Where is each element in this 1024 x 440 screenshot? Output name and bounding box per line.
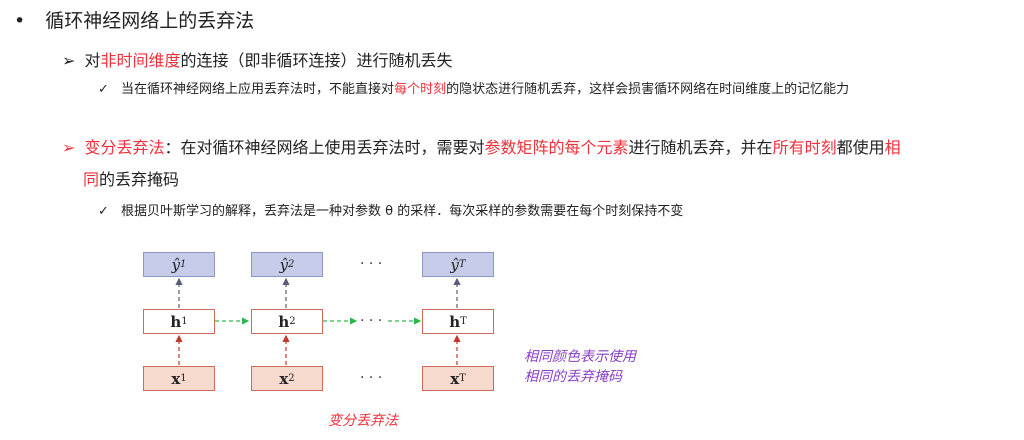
text: 都使用 — [836, 138, 885, 157]
text: 的连接（即非循环连接）进行随机丢失 — [180, 51, 453, 70]
text: 根据贝叶斯学习的解释，丢弃法是一种对参数 θ 的采样．每次采样的参数需要在每个时… — [121, 204, 684, 219]
highlight-text: 参数矩阵的每个元素 — [484, 138, 629, 157]
arrow-bullet-icon: ➢ — [62, 51, 76, 70]
ellipsis-output: · · · — [360, 256, 383, 272]
sub2-check: ✓ 根据贝叶斯学习的解释，丢弃法是一种对参数 θ 的采样．每次采样的参数需要在每… — [98, 200, 683, 219]
sub1-check: ✓ 当在循环神经网络上应用丢弃法时，不能直接对每个时刻的隐状态进行随机丢弃，这样… — [98, 78, 849, 97]
sub-bullet-1: ➢ 对非时间维度的连接（即非循环连接）进行随机丢失 — [62, 47, 453, 71]
bullet-1: • 循环神经网络上的丢弃法 — [14, 6, 254, 33]
highlight-text: 每个时刻 — [394, 82, 447, 97]
highlight-text: 相 — [884, 138, 901, 157]
bullet-dot-icon: • — [14, 10, 26, 32]
diagram-caption: 变分丢弃法 — [328, 413, 398, 429]
ellipsis-hidden: · · · — [360, 313, 383, 329]
text: 的隐状态进行随机丢弃，这样会损害循环网络在时间维度上的记忆能力 — [446, 82, 850, 97]
text: 对 — [84, 51, 101, 70]
text: 当在循环神经网络上应用丢弃法时，不能直接对 — [121, 82, 395, 97]
highlight-text: 所有时刻 — [772, 138, 837, 157]
arrow-bullet-icon: ➢ — [62, 138, 76, 157]
sub-bullet-2: ➢ 变分丢弃法：在对循环神经网络上使用丢弃法时，需要对参数矩阵的每个元素进行随机… — [62, 134, 901, 158]
highlight-text: 非时间维度 — [100, 51, 181, 70]
bullet-1-text: 循环神经网络上的丢弃法 — [45, 10, 255, 32]
check-icon: ✓ — [98, 204, 109, 219]
text: 的丢弃掩码 — [99, 170, 180, 189]
check-icon: ✓ — [98, 82, 109, 97]
note-line-1: 相同颜色表示使用 — [524, 349, 636, 365]
text: ：在对循环神经网络上使用丢弃法时，需要对 — [164, 138, 485, 157]
ellipsis-input: · · · — [360, 370, 383, 386]
highlight-text: 变分丢弃法 — [84, 138, 165, 157]
text: 进行随机丢弃，并在 — [628, 138, 773, 157]
sub-bullet-2-continued: 同的丢弃掩码 — [83, 166, 179, 190]
highlight-text: 同 — [83, 170, 100, 189]
note-line-2: 相同的丢弃掩码 — [524, 369, 622, 385]
